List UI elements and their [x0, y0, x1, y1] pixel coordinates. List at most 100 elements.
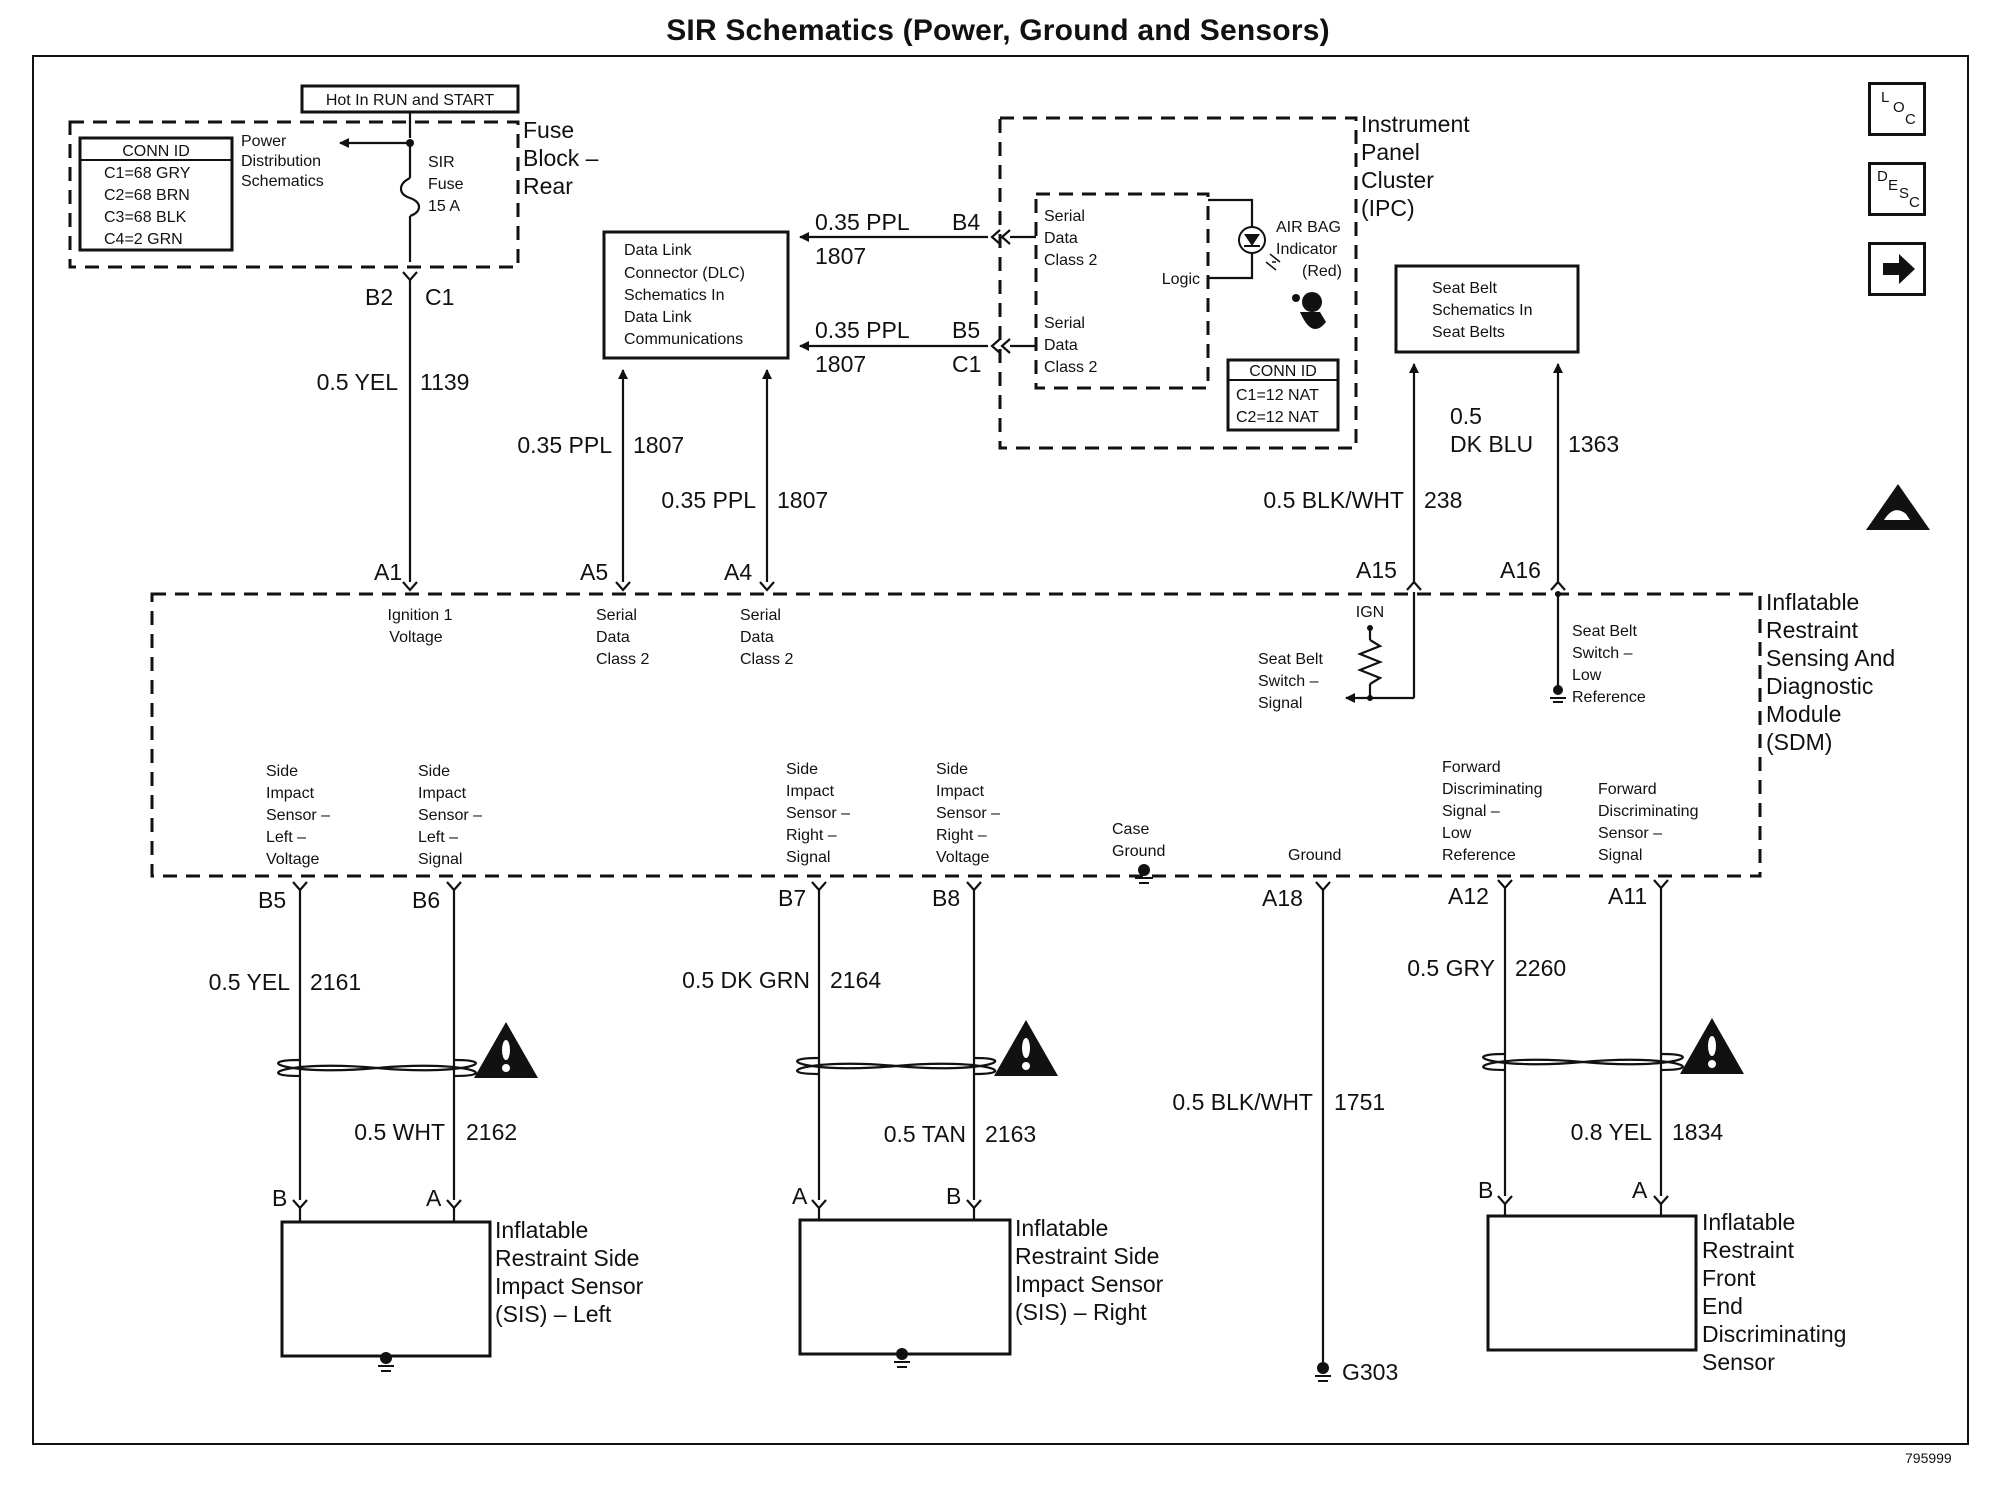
wire-gauge: 0.35 PPL: [815, 317, 910, 343]
svg-text:Serial: Serial: [740, 607, 781, 624]
svg-text:(SIS) – Right: (SIS) – Right: [1015, 1299, 1147, 1325]
svg-text:Restraint: Restraint: [1766, 617, 1859, 643]
wire-circuit: 1834: [1672, 1119, 1723, 1145]
pin-b4: B4: [952, 209, 980, 235]
wire-circuit: 2161: [310, 969, 361, 995]
svg-text:Indicator: Indicator: [1276, 241, 1338, 258]
front-end-sensor-label: Inflatable Restraint Front End Discrimin…: [1702, 1209, 1846, 1375]
svg-text:Seat Belt: Seat Belt: [1572, 623, 1637, 640]
seat-belt-switch-signal-label: Seat Belt Switch – Signal: [1258, 651, 1323, 712]
wire-circuit: 1807: [633, 432, 684, 458]
svg-text:Right –: Right –: [936, 827, 987, 844]
case-ground-label: Case Ground: [1112, 821, 1165, 860]
svg-text:Fuse: Fuse: [523, 117, 574, 143]
caution-icon: [474, 1022, 538, 1078]
dlc-label: Data Link Connector (DLC) Schematics In …: [624, 242, 745, 348]
conn-id-row: C4=2 GRN: [104, 231, 183, 248]
svg-text:Signal: Signal: [1598, 847, 1642, 864]
svg-text:Class 2: Class 2: [1044, 359, 1097, 376]
pin-a1: A1: [374, 559, 402, 585]
svg-text:Data Link: Data Link: [624, 309, 693, 326]
pin-b6: B6: [412, 887, 440, 913]
sir-fuse-icon: [399, 177, 421, 218]
page-title: SIR Schematics (Power, Ground and Sensor…: [666, 14, 1330, 47]
svg-text:Block –: Block –: [523, 145, 599, 171]
svg-text:Sensor –: Sensor –: [266, 807, 330, 824]
hot-label: Hot In RUN and START: [326, 92, 495, 109]
wire-circuit: 1807: [815, 351, 866, 377]
fwd-low-ref-label: Forward Discriminating Signal – Low Refe…: [1442, 759, 1542, 864]
g303-ground-icon: [1315, 1362, 1331, 1382]
svg-text:Switch –: Switch –: [1572, 645, 1633, 662]
svg-text:Sensor –: Sensor –: [1598, 825, 1662, 842]
side-right-voltage-label: Side Impact Sensor – Right – Voltage: [936, 761, 1000, 866]
svg-text:Serial: Serial: [1044, 208, 1085, 225]
svg-text:Side: Side: [936, 761, 968, 778]
svg-text:Instrument: Instrument: [1361, 111, 1470, 137]
svg-text:Side: Side: [786, 761, 818, 778]
svg-text:Class 2: Class 2: [1044, 252, 1097, 269]
fuse-block-boundary: [68, 120, 520, 269]
ipc-label: Instrument Panel Cluster (IPC): [1361, 111, 1470, 221]
pin-b2: B2: [365, 284, 393, 310]
svg-text:Inflatable: Inflatable: [1015, 1215, 1108, 1241]
svg-text:Sensor –: Sensor –: [418, 807, 482, 824]
wire-circuit: 1807: [777, 487, 828, 513]
ign-label: IGN: [1356, 604, 1384, 621]
ipc-logic-boundary: [1034, 192, 1210, 390]
svg-text:Left –: Left –: [266, 829, 306, 846]
wire-gauge: 0.5 GRY: [1407, 955, 1495, 981]
sdm-boundary: [150, 592, 1762, 878]
caution-icon: [1680, 1018, 1744, 1074]
svg-text:(SDM): (SDM): [1766, 729, 1832, 755]
wire-circuit: 2260: [1515, 955, 1566, 981]
svg-text:Panel: Panel: [1361, 139, 1420, 165]
svg-text:Sensor –: Sensor –: [936, 805, 1000, 822]
resistor-icon: [1357, 639, 1383, 685]
svg-text:Power: Power: [241, 133, 287, 150]
ipc-serial-data-2: Serial Data Class 2: [1044, 315, 1097, 376]
wire-gauge: 0.35 PPL: [661, 487, 756, 513]
next-arrow-icon[interactable]: [1868, 242, 1926, 296]
svg-text:Connector (DLC): Connector (DLC): [624, 265, 745, 282]
airbag-symbol-icon: [1292, 292, 1326, 330]
wire-circuit: 1363: [1568, 431, 1619, 457]
svg-text:Sensing And: Sensing And: [1766, 645, 1895, 671]
sir-fuse-label: SIR Fuse 15 A: [428, 154, 464, 215]
power-distribution-label: Power Distribution Schematics: [241, 133, 324, 190]
svg-text:Data: Data: [596, 629, 630, 646]
svg-text:Schematics In: Schematics In: [1432, 302, 1532, 319]
location-icon[interactable]: L O C: [1868, 82, 1926, 136]
twisted-pair-icon: [796, 1056, 997, 1076]
svg-text:Right –: Right –: [786, 827, 837, 844]
description-icon[interactable]: D E S C: [1868, 162, 1926, 216]
seat-belt-low-ref-label: Seat Belt Switch – Low Reference: [1572, 623, 1646, 706]
svg-text:Class 2: Class 2: [596, 651, 649, 668]
svg-text:Impact: Impact: [266, 785, 315, 802]
seat-belt-label: Seat Belt Schematics In Seat Belts: [1432, 280, 1532, 341]
diagram-frame: [32, 55, 1969, 1445]
wire-gauge: 0.5 DK GRN: [682, 967, 810, 993]
side-right-signal-label: Side Impact Sensor – Right – Signal: [786, 761, 850, 866]
svg-text:Data: Data: [740, 629, 774, 646]
airbag-indicator-label: AIR BAG Indicator (Red): [1276, 219, 1342, 280]
inflatable-restraint-warning-icon: [1866, 484, 1930, 530]
svg-text:Serial: Serial: [596, 607, 637, 624]
svg-text:Module: Module: [1766, 701, 1841, 727]
wire-gauge: 0.8 YEL: [1571, 1119, 1653, 1145]
svg-text:Seat Belts: Seat Belts: [1432, 324, 1505, 341]
svg-text:Front: Front: [1702, 1265, 1756, 1291]
svg-text:Inflatable: Inflatable: [1702, 1209, 1795, 1235]
svg-text:15 A: 15 A: [428, 198, 460, 215]
wire-gauge: 0.5 YEL: [317, 369, 399, 395]
svg-text:Data: Data: [1044, 230, 1078, 247]
svg-text:SIR: SIR: [428, 154, 455, 171]
wire-gauge: DK BLU: [1450, 431, 1533, 457]
pin-sensor: B: [946, 1183, 961, 1209]
svg-text:Discriminating: Discriminating: [1442, 781, 1542, 798]
wire-circuit: 2163: [985, 1121, 1036, 1147]
sensor-ground-icon: [378, 1352, 394, 1372]
twisted-pair-icon: [277, 1058, 477, 1078]
svg-text:Discriminating: Discriminating: [1598, 803, 1698, 820]
svg-text:(IPC): (IPC): [1361, 195, 1415, 221]
